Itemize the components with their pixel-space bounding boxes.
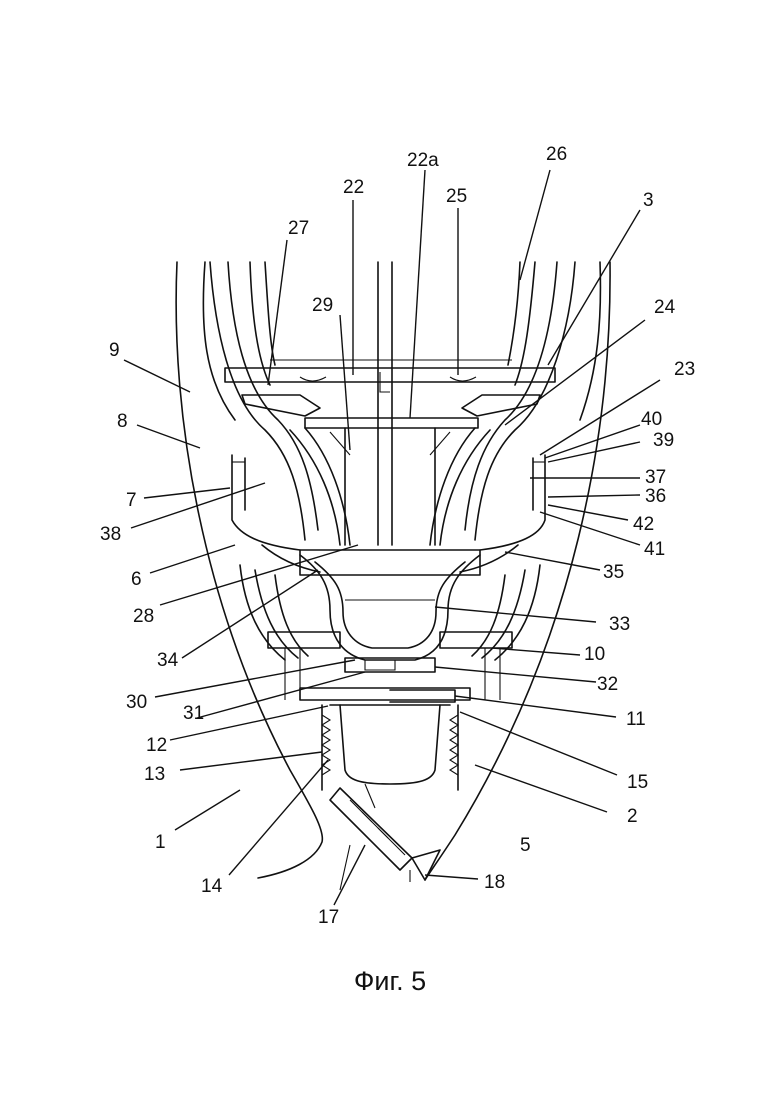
- label-27: 27: [288, 218, 309, 239]
- label-33: 33: [609, 614, 630, 635]
- label-34: 34: [157, 650, 179, 671]
- label-28: 28: [133, 606, 154, 627]
- label-30: 30: [126, 692, 147, 713]
- label-11: 11: [626, 709, 646, 730]
- label-25: 25: [446, 186, 467, 207]
- label-41: 41: [644, 539, 665, 560]
- label-39: 39: [653, 430, 674, 451]
- lower-cup: [322, 705, 458, 790]
- label-10: 10: [584, 644, 605, 665]
- label-32: 32: [597, 674, 618, 695]
- label-18: 18: [484, 872, 505, 893]
- label-22a: 22a: [407, 150, 439, 171]
- label-5: 5: [520, 835, 531, 856]
- label-22: 22: [343, 177, 364, 198]
- label-17: 17: [318, 907, 339, 928]
- inner-spider: [290, 428, 490, 545]
- label-7: 7: [126, 490, 137, 511]
- label-40: 40: [641, 409, 662, 430]
- label-12: 12: [146, 735, 167, 756]
- label-31: 31: [183, 703, 204, 724]
- label-1: 1: [155, 832, 166, 853]
- label-14: 14: [201, 876, 223, 897]
- label-35: 35: [603, 562, 624, 583]
- cup-body: [232, 455, 545, 575]
- label-3: 3: [643, 190, 654, 211]
- ribs: [240, 565, 540, 700]
- label-13: 13: [144, 764, 165, 785]
- label-38: 38: [100, 524, 121, 545]
- label-9: 9: [109, 340, 120, 361]
- upper-plate: [225, 262, 555, 545]
- label-8: 8: [117, 411, 128, 432]
- reference-labels: 1 2 3 5 6 7 8 9 10 11 12 13 14 15 17 18 …: [100, 144, 695, 928]
- valve-plate: [300, 658, 470, 702]
- figure-caption: Фиг. 5: [0, 966, 780, 997]
- label-29: 29: [312, 295, 333, 316]
- label-42: 42: [633, 514, 654, 535]
- label-23: 23: [674, 359, 695, 380]
- nozzle: [330, 784, 440, 890]
- label-6: 6: [131, 569, 142, 590]
- label-2: 2: [627, 806, 638, 827]
- label-26: 26: [546, 144, 567, 165]
- funnel: [300, 555, 480, 660]
- label-15: 15: [627, 772, 648, 793]
- label-37: 37: [645, 467, 666, 488]
- label-24: 24: [654, 297, 676, 318]
- label-36: 36: [645, 486, 666, 507]
